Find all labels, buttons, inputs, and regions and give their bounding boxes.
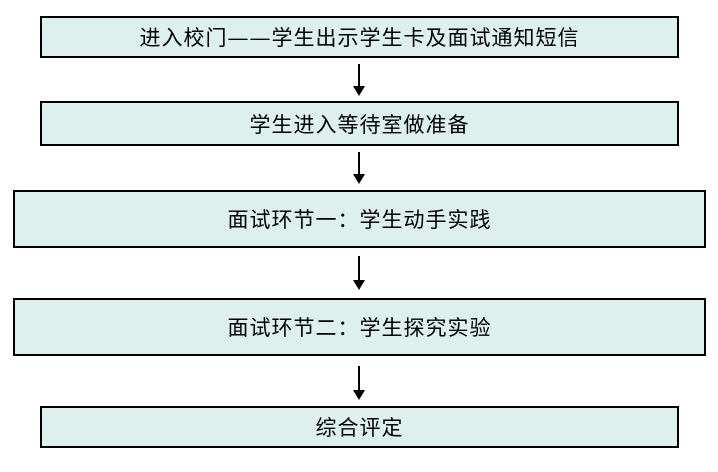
step-3-hands-on-practice-box: 面试环节一：学生动手实践	[13, 190, 706, 248]
step-5-label: 综合评定	[315, 416, 404, 440]
step-3-label: 面试环节一：学生动手实践	[227, 208, 492, 232]
step-1-enter-gate-box: 进入校门——学生出示学生卡及面试通知短信	[40, 16, 679, 58]
step-5-overall-evaluation-box: 综合评定	[40, 406, 679, 448]
step-2-label: 学生进入等待室做准备	[249, 112, 470, 137]
arrow-down-icon	[353, 152, 365, 184]
step-4-label: 面试环节二：学生探究实验	[227, 316, 492, 340]
arrow-down-icon	[353, 64, 365, 96]
step-4-inquiry-experiment-box: 面试环节二：学生探究实验	[13, 298, 706, 356]
step-1-label: 进入校门——学生出示学生卡及面试通知短信	[139, 26, 580, 50]
step-2-waiting-room-box: 学生进入等待室做准备	[40, 101, 679, 146]
arrow-down-icon	[353, 366, 365, 400]
arrow-down-icon	[353, 256, 365, 290]
